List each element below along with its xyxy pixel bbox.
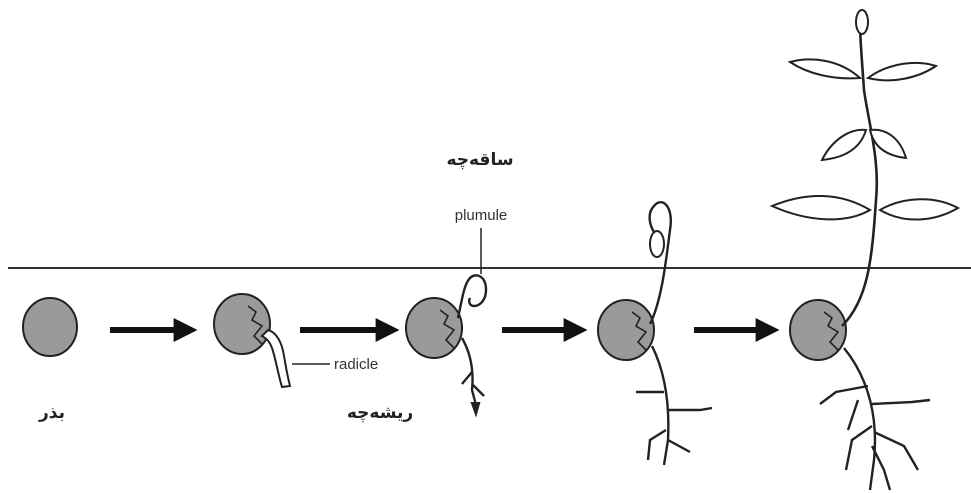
top-leaf-right <box>868 63 936 80</box>
seed <box>23 298 77 356</box>
shoot-bud <box>650 231 664 257</box>
lower-leaf-left <box>772 196 870 219</box>
stage-young-shoot <box>598 202 712 465</box>
seed-coat <box>214 294 270 354</box>
radicle-shape <box>262 330 290 387</box>
root-system <box>820 348 930 490</box>
root-tip <box>471 402 480 416</box>
main-stem <box>842 22 877 326</box>
radicle-label: radicle <box>334 356 378 373</box>
radicle-label-fa: ریشه‌چه <box>347 403 413 423</box>
stage-seedling <box>772 10 958 490</box>
root-system <box>636 346 712 465</box>
plumule-label-fa: ساقه‌چه <box>446 150 513 170</box>
stage-radicle-emerges <box>214 294 290 387</box>
hooked-stem <box>650 202 671 324</box>
seed-coat <box>790 300 846 360</box>
lower-leaf-right <box>880 199 958 219</box>
seed-label-fa: بذر <box>38 403 65 423</box>
plumule-label: plumule <box>455 207 508 224</box>
root-system <box>462 338 484 405</box>
stage-seed <box>23 298 77 356</box>
seed-coat <box>598 300 654 360</box>
cotyledon-left <box>822 130 866 160</box>
top-leaf-left <box>790 59 860 78</box>
terminal-bud <box>856 10 868 34</box>
plumule-shoot <box>458 275 486 318</box>
seed-coat <box>406 298 462 358</box>
stage-plumule-emerges <box>406 228 486 416</box>
